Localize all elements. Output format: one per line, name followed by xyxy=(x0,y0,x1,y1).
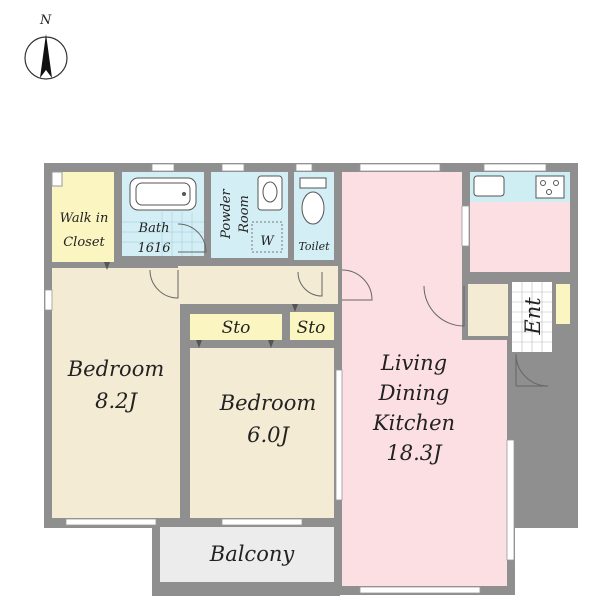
powder-room-label-line1: Powder xyxy=(219,189,234,240)
balcony xyxy=(160,527,334,582)
bath-tiles xyxy=(122,212,204,256)
entrance-tiles xyxy=(512,282,552,352)
storage-2-label: Sto xyxy=(297,318,326,338)
walk-in-closet-label-line1: Walk in xyxy=(60,211,109,226)
bath-label: Bath 1616 xyxy=(137,221,170,256)
entrance-label-text: Ent xyxy=(521,297,545,336)
door-marker-icon xyxy=(196,340,202,348)
toilet-label: Toilet xyxy=(298,240,330,253)
bathtub-basin-icon xyxy=(135,182,191,206)
stove-icon xyxy=(535,175,565,199)
powder-room-label-line2: Room xyxy=(237,195,252,234)
window xyxy=(221,163,245,172)
compass-label: N xyxy=(39,13,52,28)
burner-icon xyxy=(546,189,552,195)
door-marker-icon xyxy=(292,304,298,312)
window xyxy=(506,439,515,561)
closet-shelf-icon xyxy=(51,171,63,187)
door-swing xyxy=(297,271,323,297)
bedroom-1-label: Bedroom 8.2J xyxy=(67,357,165,413)
ldk-size: 18.3J xyxy=(386,441,443,465)
entrance-door-swing xyxy=(515,353,549,387)
bedroom-1-name: Bedroom xyxy=(67,357,165,381)
entrance-hall xyxy=(468,284,508,336)
toilet-tank-icon xyxy=(299,177,327,189)
door-swing xyxy=(149,269,179,299)
walk-in-closet-label-line2: Closet xyxy=(63,235,105,250)
burner-icon xyxy=(540,180,546,186)
window xyxy=(359,163,441,172)
bath-label-line2: 1616 xyxy=(137,241,170,256)
storage-1-label: Sto xyxy=(222,318,251,338)
window xyxy=(221,518,303,526)
bedroom-1 xyxy=(52,268,180,518)
washer-label: W xyxy=(260,234,275,249)
north-arrow-icon xyxy=(40,34,52,78)
washbasin-bowl-icon xyxy=(262,181,278,203)
walk-in-closet xyxy=(52,172,114,262)
bath-label-line1: Bath xyxy=(138,221,170,236)
ldk-lower xyxy=(342,340,507,586)
shoe-closet xyxy=(556,284,570,324)
washer-space xyxy=(251,221,283,253)
bedroom-2-name: Bedroom xyxy=(219,391,317,415)
bedroom-2-label: Bedroom 6.0J xyxy=(219,391,317,447)
ldk-label-line2: Dining xyxy=(378,381,450,405)
ldk-label-line3: Kitchen xyxy=(372,411,455,435)
window xyxy=(483,163,547,172)
ldk-label-line1: Living xyxy=(380,351,447,375)
door-marker-icon xyxy=(268,340,274,348)
window xyxy=(151,163,175,172)
hallway xyxy=(178,266,338,304)
burner-icon xyxy=(553,180,559,186)
bedroom-2 xyxy=(190,348,334,518)
entrance-label: Ent xyxy=(521,297,545,336)
door-swing xyxy=(423,285,465,327)
walk-in-closet-label: Walk in Closet xyxy=(60,211,109,250)
door-marker-icon xyxy=(104,262,110,270)
bedroom-1-size: 8.2J xyxy=(95,389,138,413)
storage-2 xyxy=(290,312,334,340)
window xyxy=(44,289,53,311)
ldk-label: Living Dining Kitchen 18.3J xyxy=(372,351,455,465)
powder-room-label: Powder Room xyxy=(219,189,252,240)
kitchen-sink-icon xyxy=(473,175,505,197)
window xyxy=(461,205,470,247)
toilet-bowl-icon xyxy=(301,191,325,225)
door-swing xyxy=(177,223,207,253)
door-swing xyxy=(341,269,373,301)
balcony-label: Balcony xyxy=(209,542,296,566)
ldk-upper xyxy=(342,172,462,344)
bedroom-2-size: 6.0J xyxy=(247,423,290,447)
bathtub-drain-icon xyxy=(182,192,186,196)
window xyxy=(295,163,313,172)
compass: N xyxy=(24,13,68,80)
window xyxy=(359,586,481,594)
window xyxy=(65,518,157,526)
window xyxy=(335,369,343,501)
storage-1 xyxy=(190,314,282,340)
